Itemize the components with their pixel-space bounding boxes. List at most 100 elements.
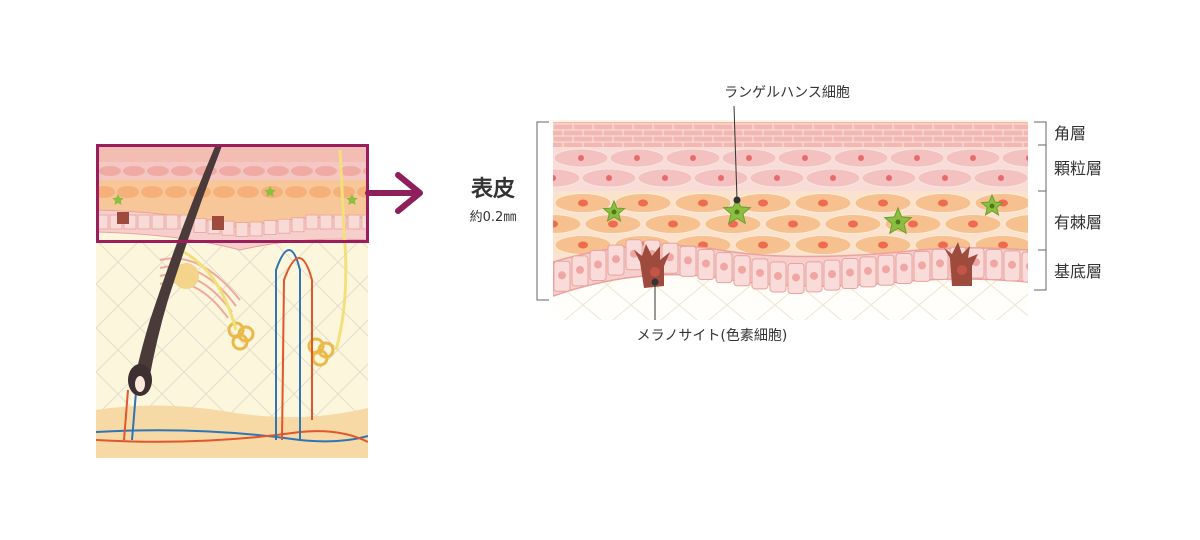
overview-basal-cell (305, 214, 319, 230)
granular-cell-nucleus (662, 175, 668, 181)
granular-cell-nucleus (858, 155, 864, 161)
melanocyte-label: メラノサイト(色素細胞) (637, 327, 788, 344)
basal-cell-nucleus (792, 273, 800, 282)
spinous-cell (1035, 236, 1091, 255)
spinous-cell-nucleus (818, 199, 828, 207)
spinous-cell-nucleus (1058, 242, 1068, 249)
overview-basal-cell (263, 220, 277, 236)
spinous-cell-nucleus (668, 220, 678, 228)
overview-granular-cell (339, 166, 361, 176)
spinous-cell-nucleus (998, 241, 1008, 249)
overview-basal-cell (165, 214, 179, 230)
layer-label-spinous: 有棘層 (1054, 213, 1102, 232)
langerhans-cell-nucleus (989, 203, 995, 209)
overview-melanocyte-2 (212, 216, 224, 230)
spinous-cell-nucleus (553, 220, 558, 228)
basal-cell-nucleus (576, 265, 584, 274)
overview-basal-cell (319, 214, 333, 230)
overview-granular-cell (99, 166, 121, 176)
granular-cell-nucleus (830, 175, 836, 181)
spinous-cell-nucleus (1028, 221, 1038, 228)
melanocyte-leader-dot (651, 278, 659, 286)
layer-label-corneum: 角層 (1054, 124, 1086, 143)
spinous-cell-nucleus (818, 241, 828, 249)
spinous-cell-nucleus (578, 199, 588, 207)
langerhans-leader (733, 105, 738, 201)
nerve-fiber-2 (179, 248, 238, 331)
granular-cell-nucleus (998, 175, 1004, 181)
epidermis-bracket (536, 121, 549, 301)
stratum-corneum (553, 122, 1028, 147)
layer-label-basal: 基底層 (1054, 262, 1102, 281)
overview-langerhans-cell (112, 194, 124, 205)
sweat-gland-left (227, 321, 255, 351)
spinous-cell-nucleus (638, 199, 648, 207)
overview-spinous-cell (357, 186, 368, 198)
melanocyte-cell-2 (944, 242, 978, 286)
spinous-cell-nucleus (578, 241, 588, 249)
langerhans-cell-nucleus (734, 209, 740, 215)
granular-cell-nucleus (634, 155, 640, 161)
overview-langerhans-cell (346, 194, 358, 205)
basal-cell-nucleus (828, 270, 836, 279)
granular-cell (553, 168, 581, 188)
spinous-cell-nucleus (788, 220, 798, 228)
nerve-fiber (334, 149, 348, 351)
epidermis-thickness: 約0.2㎜ (470, 210, 517, 225)
basal-cell-nucleus (594, 260, 602, 269)
overview-basal-cell (277, 218, 291, 234)
granular-cell-nucleus (886, 175, 892, 181)
langerhans-leader-dot (733, 196, 741, 204)
basal-cell-nucleus (702, 259, 710, 268)
langerhans-cell-nucleus (895, 219, 901, 225)
basal-cell-nucleus (558, 271, 566, 280)
spinous-cell (1004, 214, 1028, 234)
overview-granular-cell (267, 166, 289, 176)
spinous-cell (1035, 194, 1091, 213)
overview-basal-cell (291, 217, 305, 233)
overview-granular-cell (147, 166, 169, 176)
overview-basal-cell (361, 214, 368, 230)
overview-spinous-cell (333, 186, 355, 198)
basal-cell-nucleus (918, 261, 926, 270)
layer-brackets (1034, 121, 1047, 291)
overview-granular-cell (171, 166, 193, 176)
overview-granular-cell (219, 166, 241, 176)
basal-cell-nucleus (756, 268, 764, 277)
overview-granular-cell (315, 166, 337, 176)
basal-cell-nucleus (936, 259, 944, 268)
overview-granular-cell (291, 166, 313, 176)
spinous-cell-nucleus (968, 220, 978, 228)
granular-cell-nucleus (746, 155, 752, 161)
epidermis-title: 表皮 (471, 176, 515, 202)
spinous-cell-nucleus (878, 199, 888, 207)
spinous-cell-nucleus (878, 241, 888, 249)
overview-melanocyte-1 (117, 212, 129, 224)
langerhans-cell-nucleus (611, 209, 617, 215)
overview-spinous-cell (165, 186, 187, 198)
basal-cell-nucleus (990, 259, 998, 268)
overview-basal-cell (347, 214, 361, 230)
granular-cell-nucleus (942, 175, 948, 181)
basal-cell-nucleus (810, 271, 818, 280)
granular-cell-nucleus (774, 175, 780, 181)
overview-spinous-cell (213, 186, 235, 198)
hair-shaft (134, 146, 222, 386)
basal-cell-nucleus (774, 271, 782, 280)
basal-cell (1021, 251, 1028, 283)
granular-cell-nucleus (578, 155, 584, 161)
spinous-cell-nucleus (608, 220, 618, 228)
overview-basal-cell (193, 217, 207, 233)
zoom-arrow (365, 172, 423, 214)
epidermis-detail (553, 120, 1091, 320)
granular-cell-nucleus (606, 175, 612, 181)
basal-cell-nucleus (900, 263, 908, 272)
overview-spinous-cell (285, 186, 307, 198)
spinous-cell-nucleus (938, 199, 948, 207)
spinous-cell (553, 214, 582, 234)
spinous-cell-nucleus (758, 199, 768, 207)
granular-cell-nucleus (970, 155, 976, 161)
spinous-cell-nucleus (908, 220, 918, 228)
sebaceous-gland (173, 263, 199, 289)
overview-granular-cell (123, 166, 145, 176)
